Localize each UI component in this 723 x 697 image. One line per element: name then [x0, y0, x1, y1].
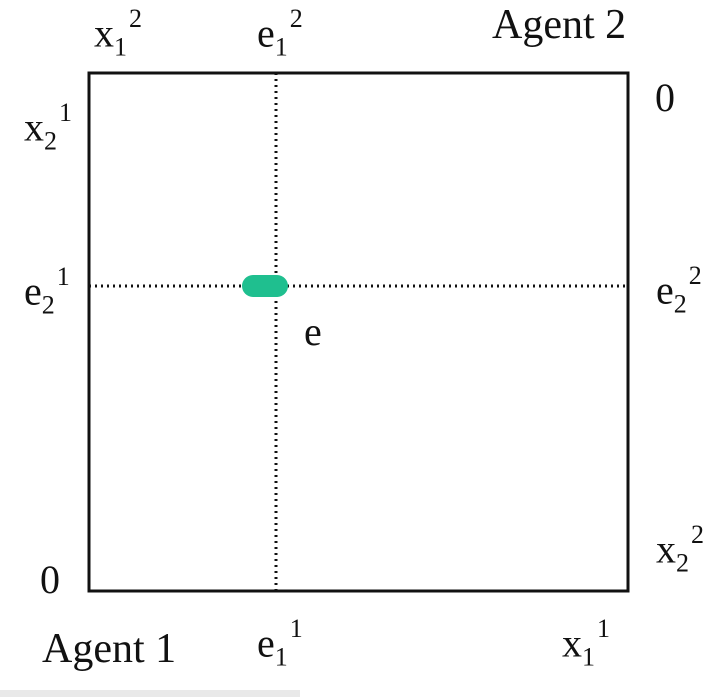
zero-left-label: 0 [40, 557, 60, 602]
zero-right-label: 0 [655, 75, 675, 120]
e1-bottom-label: e11 [257, 614, 303, 672]
e1-top-label: e12 [257, 4, 303, 62]
endowment-point-label: e [304, 309, 322, 354]
endowment-marker [242, 275, 288, 297]
x1-bottom-label: x11 [562, 614, 610, 672]
bottom-scroll-strip [0, 690, 300, 697]
e2-right-label: e22 [656, 261, 702, 319]
e2-left-label: e21 [24, 262, 70, 320]
edgeworth-box [87, 71, 630, 593]
x2-left-label: x21 [24, 98, 72, 156]
x1-top-label: x12 [94, 4, 142, 62]
agent1-label: Agent 1 [42, 626, 177, 672]
agent2-label: Agent 2 [492, 2, 627, 48]
x2-right-label: x22 [656, 520, 704, 578]
